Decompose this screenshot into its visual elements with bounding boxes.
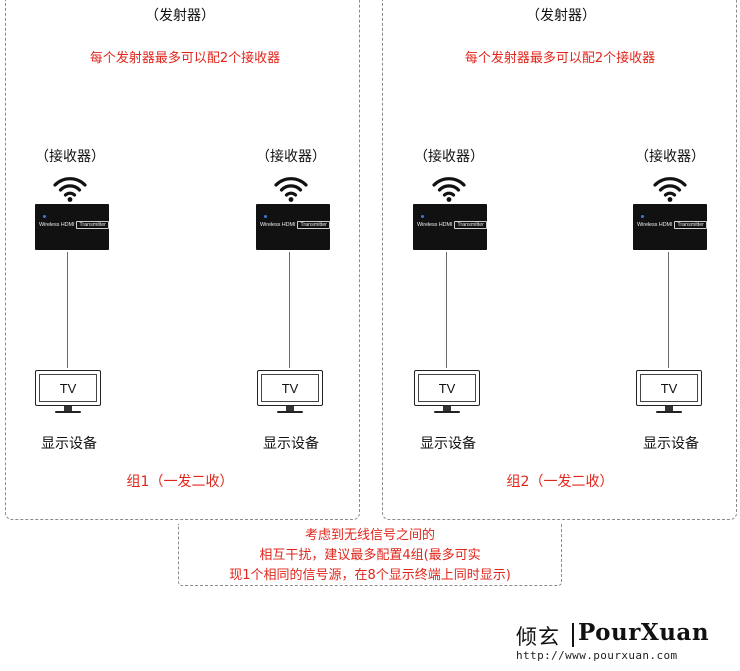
- logo-en-text: PourXuan: [578, 619, 710, 646]
- hdmi-cable: [446, 252, 447, 368]
- note-line-1: 考虑到无线信号之间的: [304, 528, 435, 543]
- group-2-receiver-2-label: （接收器）: [635, 149, 705, 165]
- group-1-display-1-label: 显示设备: [41, 436, 97, 452]
- group-1-display-2-label: 显示设备: [263, 436, 319, 452]
- wifi-icon: [274, 177, 308, 202]
- device-tag: Transmitter: [297, 221, 330, 229]
- group-2-receiver-1-label: （接收器）: [414, 149, 484, 165]
- hdmi-cable: [289, 252, 290, 368]
- monitor-icon: TV: [257, 370, 323, 420]
- screen-text: TV: [261, 374, 319, 402]
- group-2-display-2-label: 显示设备: [643, 436, 699, 452]
- led-icon: [43, 215, 46, 218]
- logo-url: http://www.pourxuan.com: [516, 649, 678, 662]
- group-2-box: [382, 0, 737, 520]
- monitor-icon: TV: [414, 370, 480, 420]
- interference-note: 考虑到无线信号之间的 相互干扰，建议最多配置4组(最多可实 现1个相同的信号源，…: [178, 524, 562, 586]
- logo-separator: [572, 623, 574, 647]
- wifi-icon: [53, 177, 87, 202]
- device-tag: Transmitter: [674, 221, 707, 229]
- wifi-icon: [432, 177, 466, 202]
- wifi-icon: [653, 177, 687, 202]
- device-brand-text: Wireless HDMI: [39, 222, 75, 228]
- group-2-transmitter-label: （发射器）: [526, 8, 596, 24]
- led-icon: [264, 215, 267, 218]
- note-line-3: 现1个相同的信号源，在8个显示终端上同时显示): [229, 568, 511, 583]
- monitor-icon: TV: [35, 370, 101, 420]
- group-1-receiver-2-label: （接收器）: [256, 149, 326, 165]
- group-2-label: 组2（一发二收）: [506, 474, 614, 490]
- logo-cn-text: 倾玄: [516, 625, 560, 649]
- screen-text: TV: [39, 374, 97, 402]
- device-tag: Transmitter: [76, 221, 109, 229]
- group-1-receiver-1-label: （接收器）: [35, 149, 105, 165]
- group-1-label: 组1（一发二收）: [126, 474, 234, 490]
- device-brand-text: Wireless HDMI: [637, 222, 673, 228]
- device-brand-text: Wireless HDMI: [417, 222, 453, 228]
- device-brand-text: Wireless HDMI: [260, 222, 296, 228]
- hdmi-cable: [668, 252, 669, 368]
- led-icon: [641, 215, 644, 218]
- note-line-2: 相互干扰，建议最多配置4组(最多可实: [259, 548, 481, 563]
- device-tag: Transmitter: [454, 221, 487, 229]
- monitor-icon: TV: [636, 370, 702, 420]
- screen-text: TV: [640, 374, 698, 402]
- group-2-note: 每个发射器最多可以配2个接收器: [464, 51, 656, 66]
- led-icon: [421, 215, 424, 218]
- hdmi-cable: [67, 252, 68, 368]
- group-1-note: 每个发射器最多可以配2个接收器: [89, 51, 281, 66]
- group-2-display-1-label: 显示设备: [420, 436, 476, 452]
- group-1-transmitter-label: （发射器）: [145, 8, 215, 24]
- group-1-box: [5, 0, 360, 520]
- screen-text: TV: [418, 374, 476, 402]
- brand-logo: 倾玄 PourXuan http://www.pourxuan.com: [516, 619, 726, 667]
